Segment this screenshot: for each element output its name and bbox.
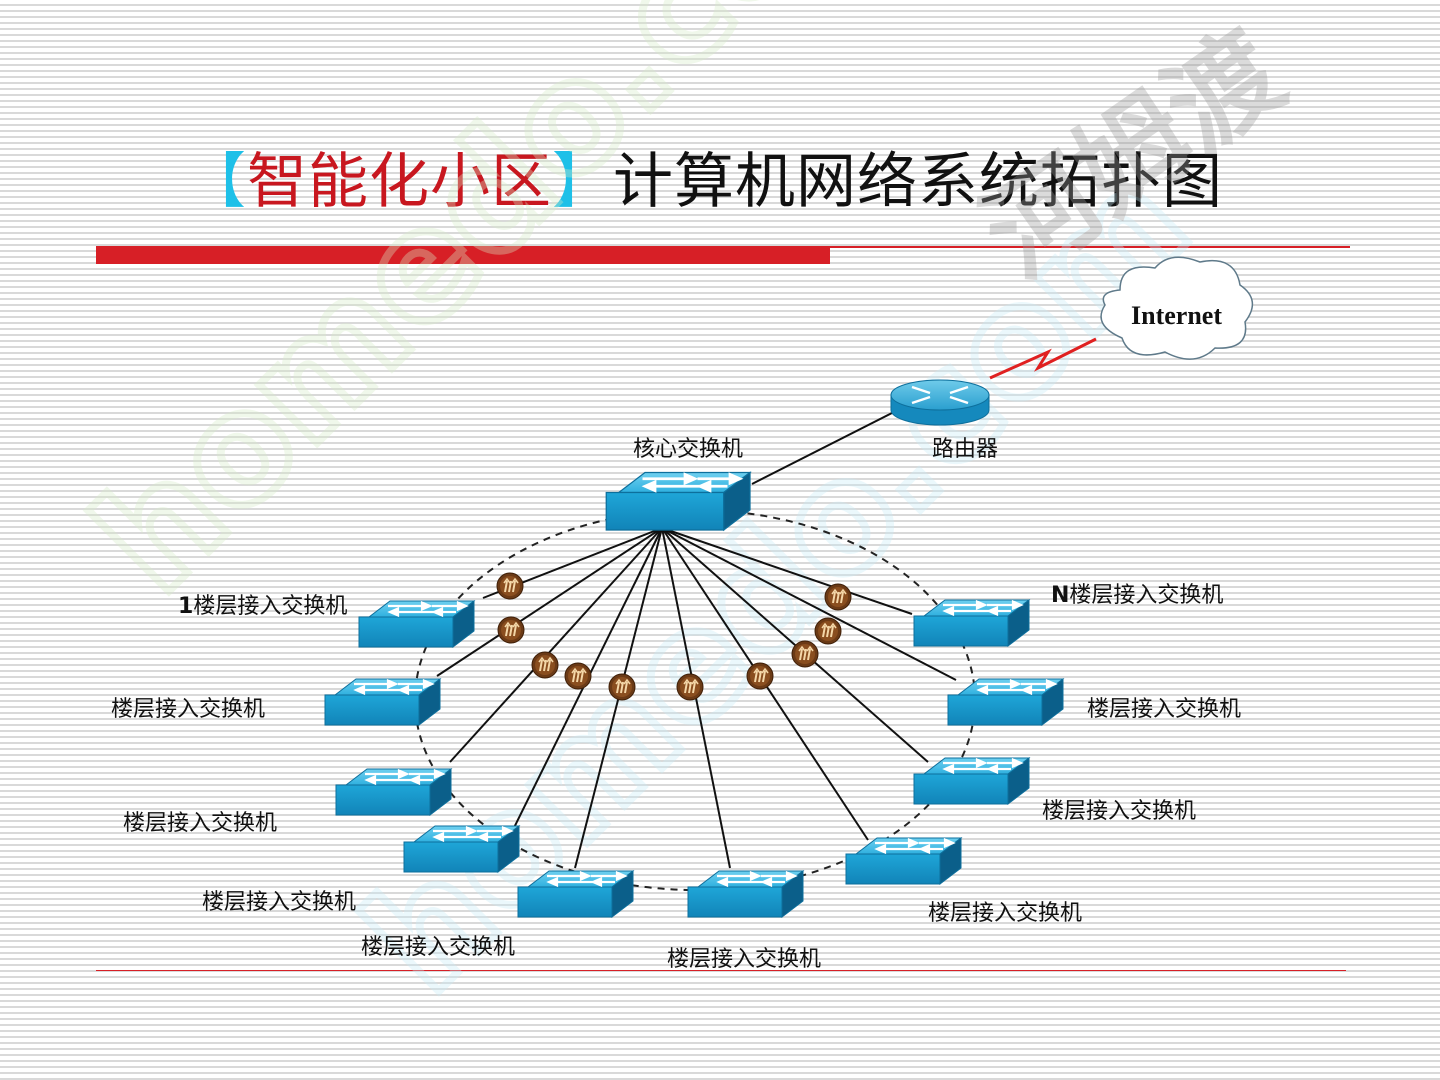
internet-cloud — [1100, 256, 1254, 360]
access-switch-label-8: 楼层接入交换机 — [1042, 799, 1197, 824]
router-icon — [890, 379, 990, 426]
internet-label: Internet — [1131, 301, 1222, 330]
bottom-rule — [96, 970, 1346, 971]
wan-link — [989, 337, 1097, 380]
title-red-text: 智能化小区 — [247, 147, 552, 217]
router-label: 路由器 — [932, 437, 999, 462]
title-main-text: 计算机网络系统拓扑图 — [613, 147, 1223, 217]
title-close-bracket: 】 — [552, 147, 613, 217]
title-underline-thick — [96, 246, 830, 264]
access-switch-label-9: 楼层接入交换机 — [1087, 697, 1242, 722]
page-title: 【智能化小区】计算机网络系统拓扑图 — [186, 140, 1223, 224]
access-switch-label-2: 楼层接入交换机 — [111, 697, 266, 722]
access-switch-label-n: N楼层接入交换机 — [1051, 582, 1223, 610]
core-switch-label: 核心交换机 — [633, 437, 744, 462]
access-switch-label-6: 楼层接入交换机 — [667, 947, 822, 972]
core-switch-icon — [604, 471, 752, 532]
access-switch-number: N — [1051, 583, 1070, 608]
title-underline-thin — [96, 246, 1350, 248]
uplink-link — [751, 412, 893, 485]
access-switch-label-3: 楼层接入交换机 — [123, 811, 278, 836]
access-switch-label-4: 楼层接入交换机 — [202, 890, 357, 915]
access-switch-text: 楼层接入交换机 — [193, 594, 348, 619]
title-open-bracket: 【 — [186, 147, 247, 217]
access-switch-label-1: 1楼层接入交换机 — [178, 593, 347, 621]
access-switch-number: 1 — [178, 594, 194, 619]
access-switch-label-7: 楼层接入交换机 — [928, 901, 1083, 926]
access-switch-text: 楼层接入交换机 — [1069, 583, 1224, 608]
access-switch-label-5: 楼层接入交换机 — [361, 935, 516, 960]
